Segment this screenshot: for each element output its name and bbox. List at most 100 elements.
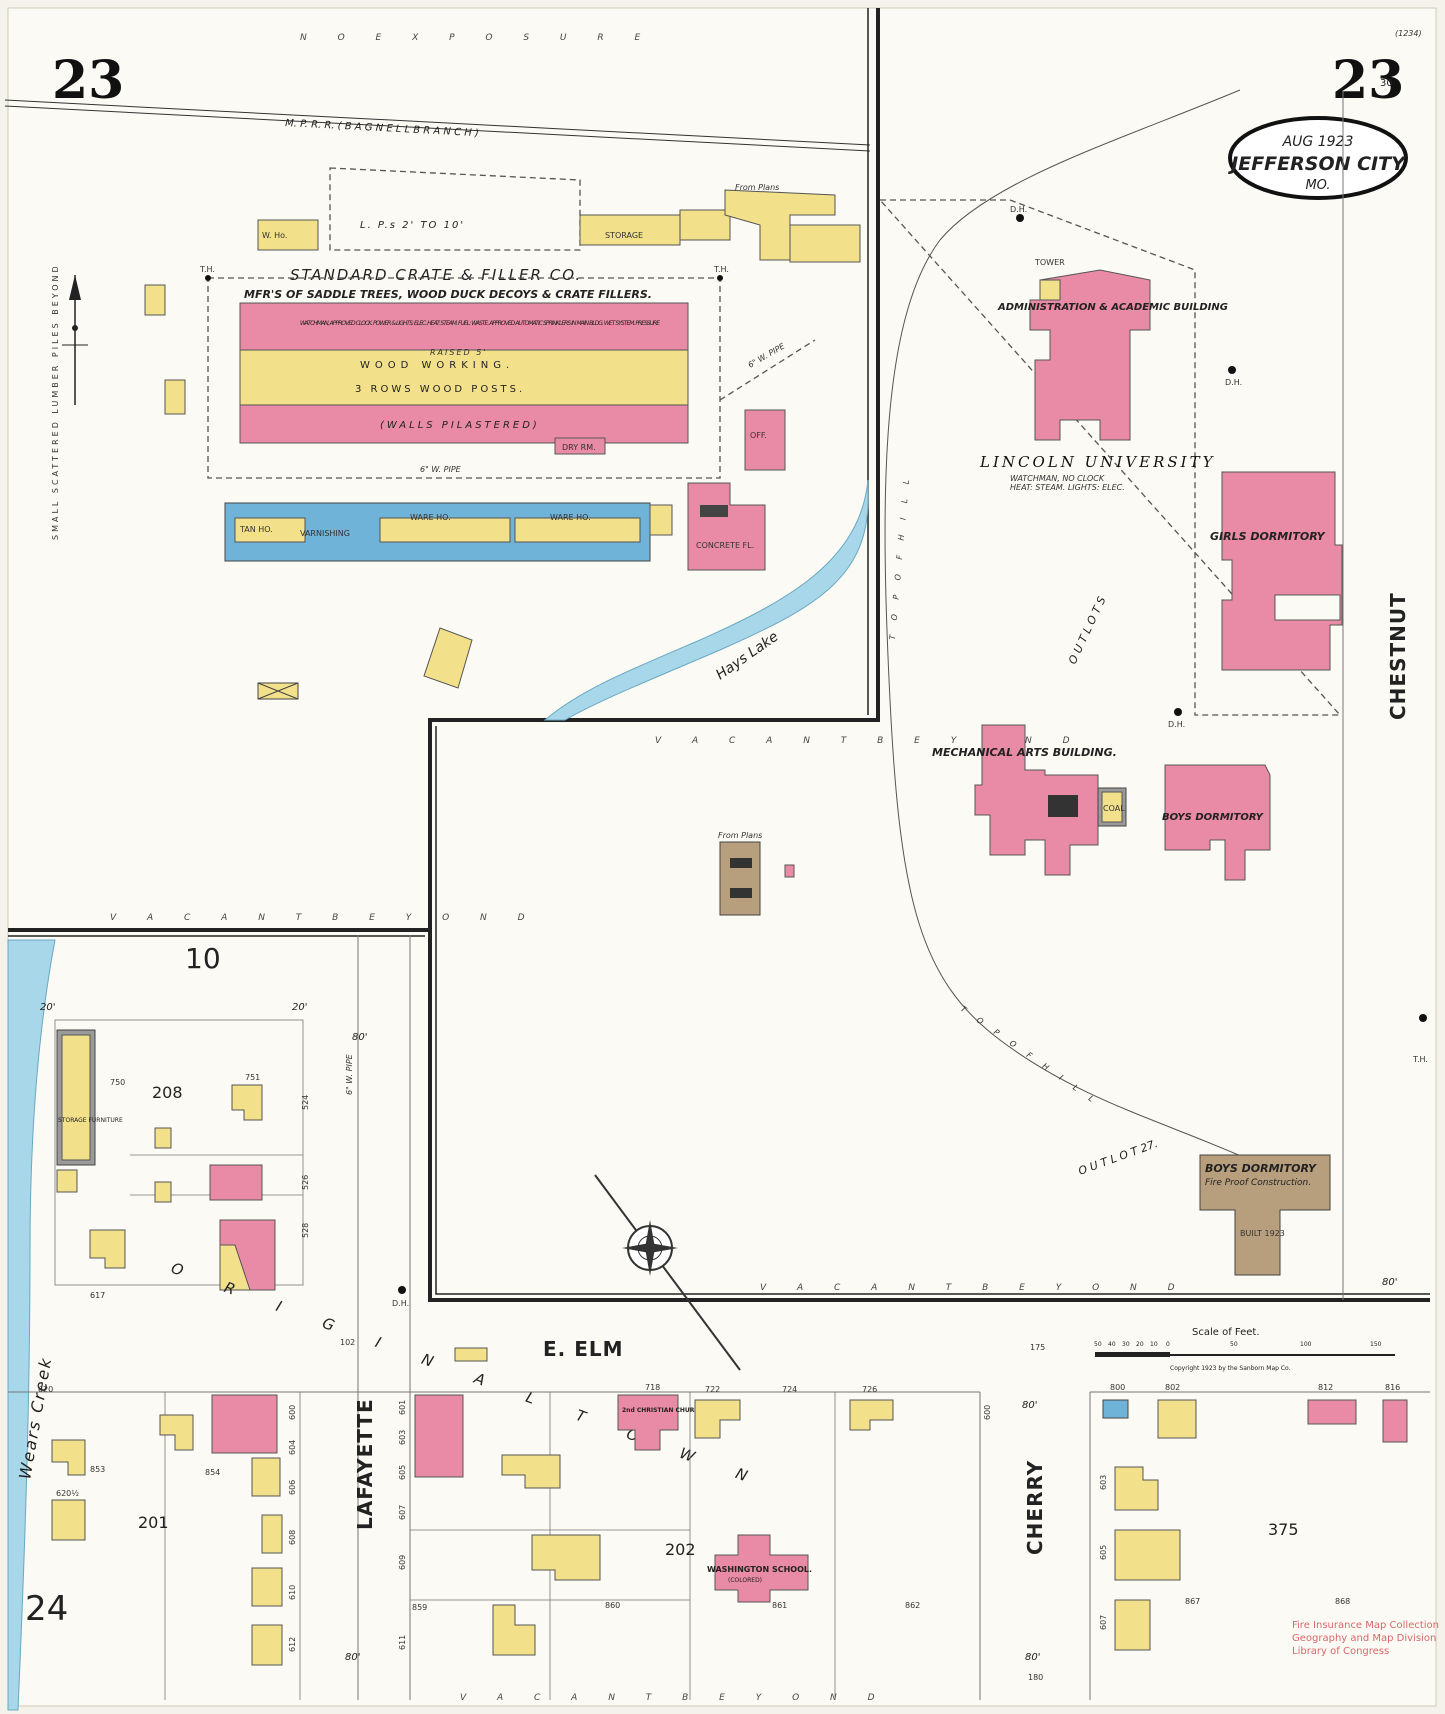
dh-marker-4 <box>398 1286 406 1294</box>
chestnut-label: CHESTNUT <box>1386 592 1410 720</box>
block-boundary-top <box>428 8 1430 1302</box>
route-102: 102 <box>340 1338 355 1347</box>
company-products: MFR'S OF SADDLE TREES, WOOD DUCK DECOYS … <box>244 288 652 301</box>
scale-tick-8: 150 <box>1370 1341 1382 1348</box>
concrete-fl-dark <box>700 505 728 517</box>
dwelling-603 <box>1114 1466 1159 1511</box>
washington-school <box>714 1534 809 1603</box>
addr-726: 726 <box>862 1385 877 1394</box>
main-factory-band <box>239 349 689 406</box>
scale-tick-1: 40 <box>1108 1341 1116 1348</box>
watermark-line-3: Library of Congress <box>1292 1646 1389 1657</box>
addr-617: 617 <box>90 1291 105 1300</box>
lincoln-note-1: WATCHMAN, NO CLOCK <box>1010 474 1105 483</box>
north-arrow-icon <box>62 275 88 405</box>
boys-dormitory-building <box>1164 764 1271 881</box>
street-604: 604 <box>288 1440 297 1455</box>
dh-marker-3 <box>1174 708 1182 716</box>
dwelling-201-2 <box>261 1514 283 1554</box>
th-marker-3 <box>717 275 723 281</box>
yellow-shed-tilted <box>423 627 473 689</box>
addr-722: 722 <box>705 1385 720 1394</box>
mechanical-arts-label: MECHANICAL ARTS BUILDING. <box>932 746 1117 759</box>
crossed-shed-x2 <box>257 682 299 700</box>
from-plans-mid-dark-2 <box>730 888 752 898</box>
street-605: 605 <box>398 1465 407 1480</box>
th-label-3: T.H. <box>713 265 729 274</box>
th-label-2: T.H. <box>199 265 215 274</box>
lafayette-label: LAFAYETTE <box>353 1398 377 1530</box>
addr-620: 620 <box>38 1385 53 1394</box>
th-label-1: T.H. <box>1412 1055 1428 1064</box>
warehouse-row-yellow-1 <box>234 517 306 543</box>
addr-751: 751 <box>245 1073 260 1082</box>
auto-shed-a <box>789 224 861 263</box>
dwelling-617 <box>89 1229 126 1269</box>
hays-lake-water <box>543 479 869 721</box>
street-600: 600 <box>288 1405 297 1420</box>
dim-80-bottom: 80' <box>1025 1652 1040 1663</box>
block-208-label: 208 <box>152 1083 183 1102</box>
dh-marker-1 <box>1016 214 1024 222</box>
lincoln-note-2: HEAT: STEAM. LIGHTS: ELEC. <box>1010 483 1125 492</box>
tower-label: TOWER <box>1034 258 1065 267</box>
cherry-605: 605 <box>1099 1545 1108 1560</box>
girls-dormitory-building <box>1221 471 1343 671</box>
blue-shed-800 <box>1102 1399 1129 1419</box>
auto-208-1 <box>154 1127 172 1149</box>
addr-867: 867 <box>1185 1597 1200 1606</box>
store-201 <box>211 1394 278 1454</box>
corner-note: 30 <box>1380 78 1393 89</box>
wood-working-label: WOOD WORKING. <box>360 360 514 371</box>
street-612: 612 <box>288 1637 297 1652</box>
boys-dorm-fp-label: BOYS DORMITORY <box>1205 1162 1317 1175</box>
addr-862: 862 <box>905 1601 920 1610</box>
addr-854: 854 <box>205 1468 220 1477</box>
from-plans-mid-dark-1 <box>730 858 752 868</box>
railroad-line <box>4 99 871 146</box>
warehouse-label: W. Ho. <box>262 231 287 240</box>
dim-80-cherry: 80' <box>1022 1400 1037 1411</box>
dh-label-4: D.H. <box>392 1299 409 1308</box>
admin-building <box>1029 269 1151 441</box>
title-city: JEFFERSON CITY <box>1227 153 1407 175</box>
wood-posts-label: 3 ROWS WOOD POSTS. <box>355 384 525 395</box>
watchman-note: WATCHMAN, APPROVED CLOCK. POWER & LIGHTS… <box>300 320 660 327</box>
addr-812: 812 <box>1318 1383 1333 1392</box>
office-label: OFF. <box>750 431 767 440</box>
addr-800: 800 <box>1110 1383 1125 1392</box>
railroad-line-2 <box>4 105 871 152</box>
title-date: AUG 1923 <box>1282 134 1354 150</box>
dh-label-3: D.H. <box>1168 720 1185 729</box>
dim-80-lower-lafayette: 80' <box>345 1652 360 1663</box>
addr-861: 861 <box>772 1601 787 1610</box>
street-603: 603 <box>398 1430 407 1445</box>
street-601: 601 <box>398 1400 407 1415</box>
admin-building-label: ADMINISTRATION & ACADEMIC BUILDING <box>997 302 1228 313</box>
dry-room <box>554 437 606 455</box>
addr-853: 853 <box>90 1465 105 1474</box>
ware-ho-label-2: WARE HO. <box>550 513 591 522</box>
boys-dormitory-label: BOYS DORMITORY <box>1162 812 1265 823</box>
christian-church <box>617 1394 679 1451</box>
small-shed-1 <box>144 284 166 316</box>
addr-868: 868 <box>1335 1597 1350 1606</box>
dwelling-751 <box>231 1084 263 1121</box>
warehouse-row-end <box>649 504 673 536</box>
built-label: BUILT 1923 <box>1240 1229 1285 1238</box>
scale-tick-2: 30 <box>1122 1341 1130 1348</box>
street-606: 606 <box>288 1480 297 1495</box>
dim-20-left: 20' <box>40 1002 55 1013</box>
concrete-fl-label: CONCRETE FL. <box>696 541 754 550</box>
th-marker-1 <box>1419 1014 1427 1022</box>
addr-802: 802 <box>1165 1383 1180 1392</box>
addr-620-half: 620½ <box>56 1489 79 1498</box>
scale-tick-4: 10 <box>1150 1341 1158 1348</box>
lumber-pile-area <box>329 167 581 251</box>
dim-20-right: 20' <box>292 1002 307 1013</box>
varnishing-label: VARNISHING <box>300 529 350 538</box>
vacant-beyond-1: V A C A N T B E Y O N D <box>655 736 1084 746</box>
scale-tick-6: 50 <box>1230 1341 1238 1348</box>
brick-816 <box>1382 1399 1408 1443</box>
title-badge: AUG 1923 JEFFERSON CITY MO. <box>1227 116 1408 200</box>
